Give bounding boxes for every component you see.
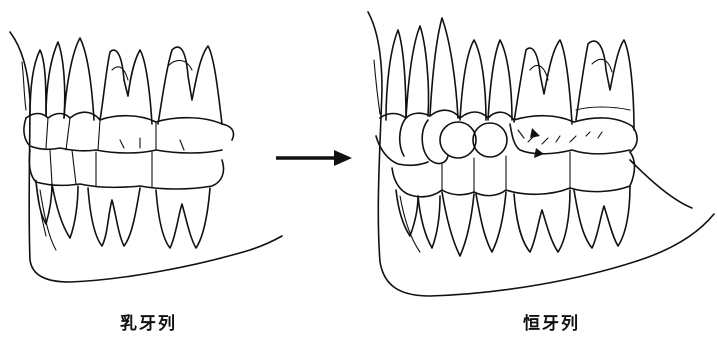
permanent-premolar-crown-1 xyxy=(440,122,476,158)
permanent-upper-premolar-1 xyxy=(460,40,486,120)
primary-upper-canine xyxy=(64,38,94,120)
primary-upper-molar-1 xyxy=(100,50,152,124)
permanent-upper-premolar-2 xyxy=(488,40,512,120)
primary-dentition-illustration xyxy=(10,32,282,282)
permanent-dentition-illustration xyxy=(368,12,714,296)
permanent-lower-molar-1 xyxy=(514,190,570,252)
permanent-dentition-caption: 恒牙列 xyxy=(523,309,580,334)
permanent-crown-row xyxy=(380,110,637,152)
primary-lower-canine xyxy=(52,184,78,238)
permanent-upper-incisor-1 xyxy=(386,30,406,120)
permanent-lower-canine xyxy=(442,192,474,256)
permanent-lower-incisor-2 xyxy=(418,196,440,248)
permanent-upper-molar-1 xyxy=(514,40,572,124)
permanent-lower-premolar xyxy=(476,192,506,252)
primary-lower-molar-2 xyxy=(156,188,210,248)
permanent-lower-molar-2 xyxy=(574,186,630,248)
primary-lower-molar-1 xyxy=(88,188,140,246)
primary-crown-row xyxy=(26,112,234,140)
primary-upper-incisor-1 xyxy=(30,50,46,116)
primary-dentition-caption: 乳牙列 xyxy=(120,309,177,334)
primary-lower-incisor xyxy=(36,182,52,224)
permanent-upper-molar-2 xyxy=(576,40,634,130)
permanent-upper-incisor-2 xyxy=(406,26,429,118)
transition-arrow xyxy=(276,150,352,166)
permanent-upper-canine xyxy=(430,18,458,118)
permanent-premolar-crown-2 xyxy=(473,123,507,157)
primary-upper-incisor-2 xyxy=(46,42,65,118)
primary-upper-molar-2 xyxy=(158,46,222,124)
